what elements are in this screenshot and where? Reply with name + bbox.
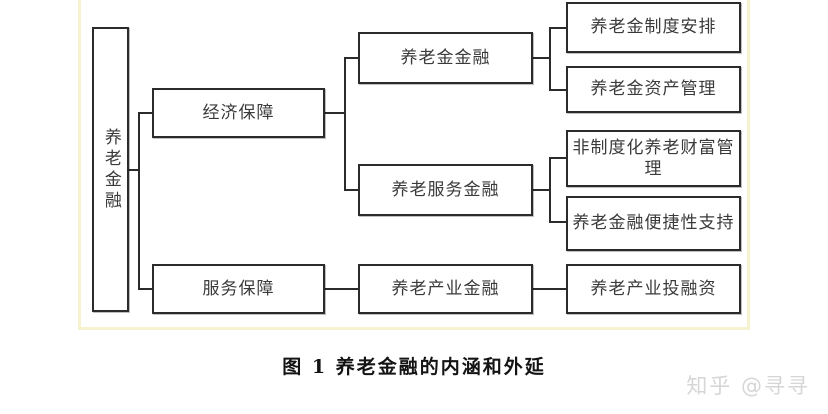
node-pension-system-arrangement[interactable]: 养老金制度安排 [566, 2, 741, 53]
node-pension-finance[interactable]: 养老金金融 [358, 32, 533, 84]
node-non-institutional-wealth-management[interactable]: 非制度化养老财富管理 [566, 130, 741, 187]
connector-service-to-industry [325, 288, 358, 290]
connector-industry-to-investment [533, 288, 567, 290]
connector-root-stub [128, 169, 140, 171]
node-industry-investment-financing[interactable]: 养老产业投融资 [566, 264, 741, 314]
connector-pension-finance-stub [533, 57, 551, 59]
node-economic-security[interactable]: 经济保障 [152, 88, 325, 138]
zhihu-watermark: 知乎 @寻寻 [686, 374, 810, 398]
node-pension-finance-convenience-support-label: 养老金融便捷性支持 [572, 213, 735, 234]
connector-economic-stub [325, 112, 344, 114]
connector-root-trunk [138, 112, 140, 290]
node-elderly-industry-finance-label: 养老产业金融 [391, 278, 500, 299]
connector-root-to-service [138, 288, 154, 290]
connector-service-finance-trunk [549, 157, 551, 222]
node-pension-system-arrangement-label: 养老金制度安排 [590, 17, 717, 38]
connector-to-pension-system [549, 27, 567, 29]
connector-pension-finance-trunk [549, 27, 551, 91]
connector-economic-to-service-finance [344, 189, 360, 191]
connector-to-convenience [549, 221, 567, 223]
node-elderly-industry-finance[interactable]: 养老产业金融 [358, 264, 533, 314]
connector-service-finance-stub [533, 189, 551, 191]
connector-economic-to-pension-finance [344, 57, 360, 59]
node-pension-asset-management[interactable]: 养老金资产管理 [566, 66, 741, 113]
node-pension-finance-label: 养老金金融 [400, 47, 491, 68]
connector-economic-trunk [344, 57, 346, 191]
connector-to-non-institutional [549, 157, 567, 159]
node-pension-asset-management-label: 养老金资产管理 [590, 79, 717, 100]
node-elderly-service-finance-label: 养老服务金融 [391, 179, 500, 200]
node-industry-investment-financing-label: 养老产业投融资 [590, 278, 717, 299]
node-non-institutional-wealth-management-label: 非制度化养老财富管理 [572, 137, 735, 179]
node-root-label: 养老金融 [100, 127, 121, 212]
node-service-security[interactable]: 服务保障 [152, 264, 325, 314]
connector-root-to-economic [138, 112, 154, 114]
node-pension-finance-convenience-support[interactable]: 养老金融便捷性支持 [566, 196, 741, 251]
node-economic-security-label: 经济保障 [202, 102, 275, 123]
figure-caption: 图 1 养老金融的内涵和外延 [282, 356, 546, 378]
node-elderly-service-finance[interactable]: 养老服务金融 [358, 164, 533, 216]
connector-to-pension-asset [549, 89, 567, 91]
node-root-pension-finance[interactable]: 养老金融 [92, 27, 129, 312]
node-service-security-label: 服务保障 [202, 278, 275, 299]
